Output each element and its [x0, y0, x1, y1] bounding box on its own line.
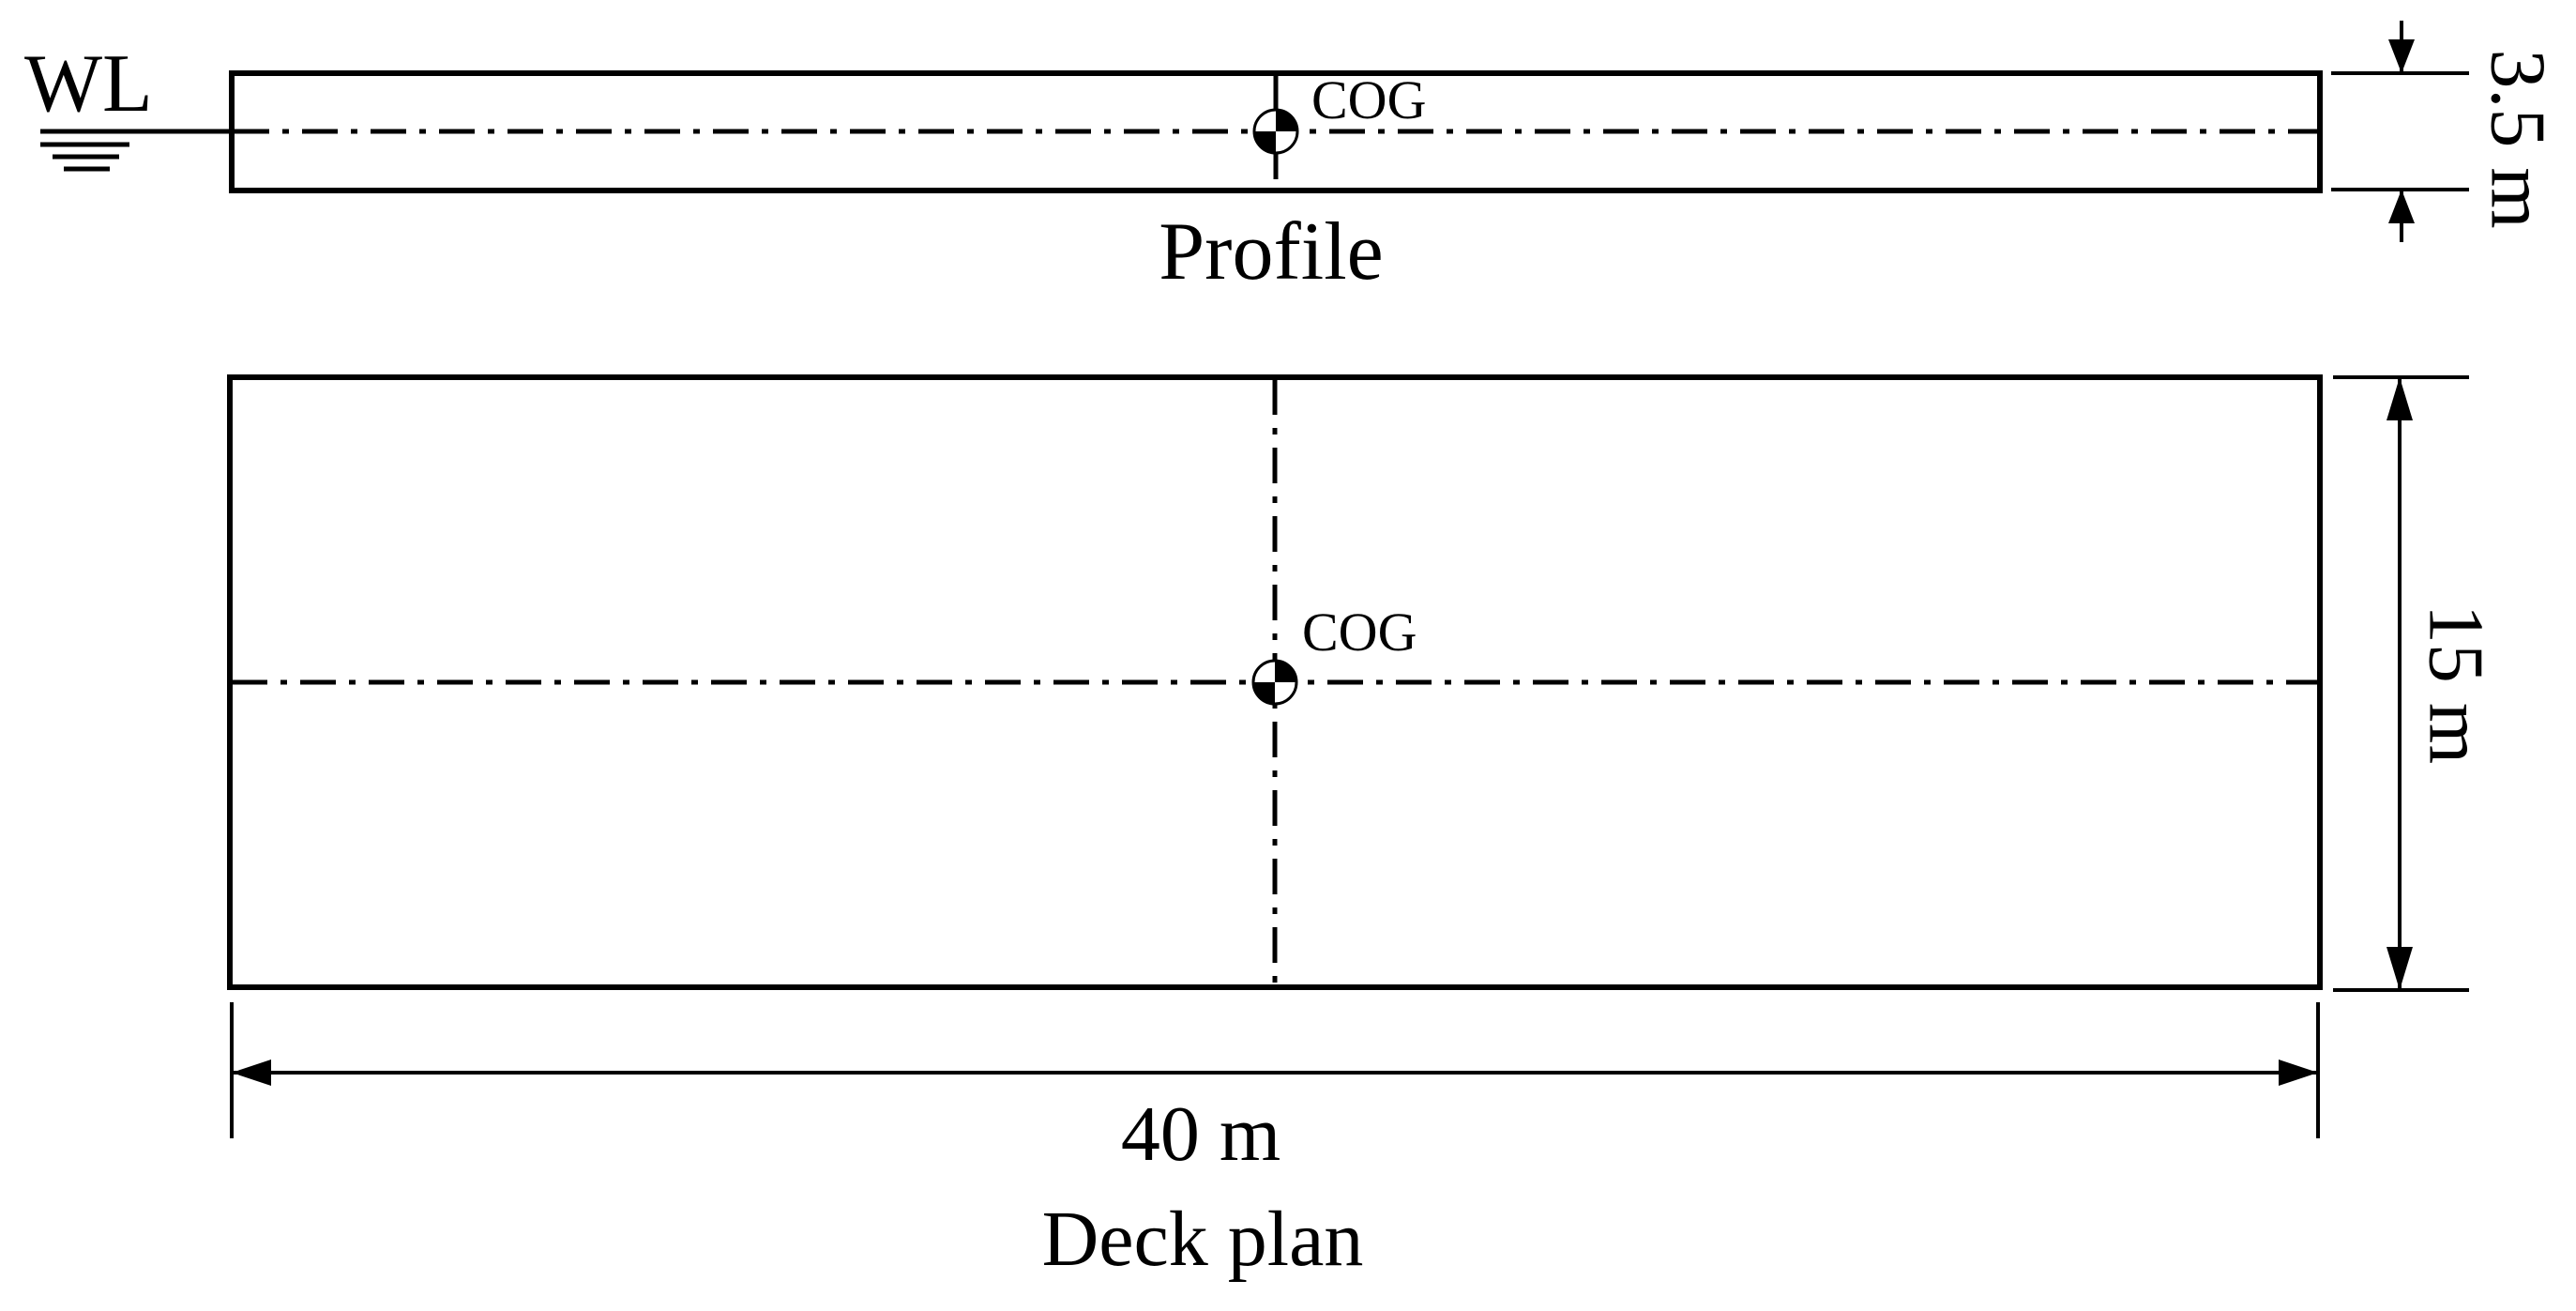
- deck-cog-symbol: [1251, 659, 1298, 706]
- length-dimension-label: 40 m: [1121, 1090, 1280, 1178]
- length-arrowhead-left-icon: [232, 1059, 271, 1086]
- beam-arrowhead-up-icon: [2387, 377, 2413, 420]
- depth-arrowhead-down-icon: [2388, 39, 2415, 73]
- waterline-label: WL: [24, 38, 153, 130]
- profile-cog-quadrant-sw: [1254, 131, 1276, 153]
- profile-cog-quadrant-ne: [1276, 110, 1297, 131]
- deck-cog-label: COG: [1302, 602, 1417, 663]
- beam-arrowhead-down-icon: [2387, 947, 2413, 990]
- depth-dimension-label: 3.5 m: [2475, 49, 2562, 228]
- deck-plan-view: COG 15 m 40 m Deck plan: [227, 374, 2500, 1283]
- deck-plan-caption: Deck plan: [1042, 1196, 1364, 1283]
- profile-cog-symbol: [1252, 108, 1299, 155]
- profile-view: WL COG 3.5 m Profile: [24, 21, 2562, 297]
- deck-cog-quadrant-sw: [1253, 682, 1275, 704]
- profile-cog-label: COG: [1311, 69, 1426, 130]
- deck-cog-quadrant-ne: [1275, 661, 1296, 682]
- length-arrowhead-right-icon: [2279, 1059, 2318, 1086]
- waterline-symbol: [40, 129, 232, 172]
- profile-caption: Profile: [1159, 206, 1384, 297]
- length-dimension: 40 m: [230, 1002, 2320, 1178]
- beam-dimension-label: 15 m: [2413, 604, 2500, 764]
- beam-dimension: 15 m: [2333, 375, 2500, 992]
- depth-dimension: 3.5 m: [2331, 21, 2562, 242]
- depth-arrowhead-up-icon: [2388, 190, 2415, 223]
